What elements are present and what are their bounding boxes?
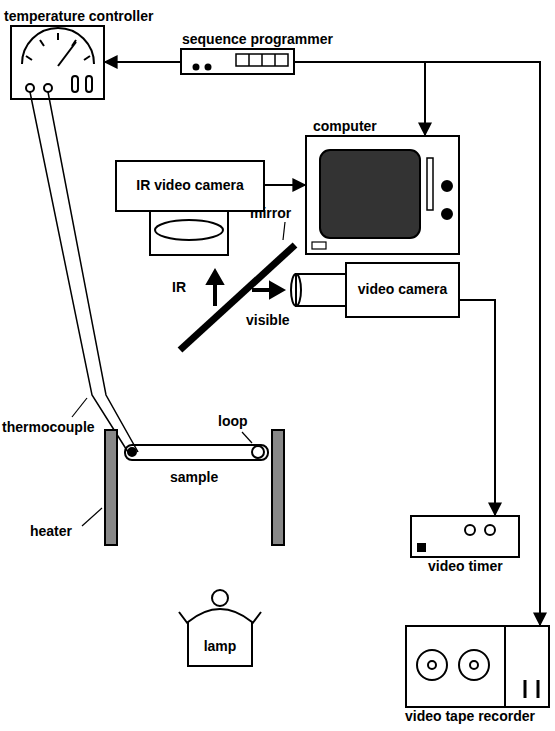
panel-divider [504, 625, 506, 706]
leader-line [72, 398, 87, 417]
visible-arrowhead [270, 282, 284, 298]
indicator [194, 65, 199, 70]
device-label: IR video camera [136, 178, 243, 193]
part-label: mirror [250, 206, 291, 221]
knob [442, 209, 452, 219]
signal-arrow [295, 62, 425, 135]
reel [417, 650, 447, 680]
knob [465, 525, 475, 535]
dial-needle [58, 42, 76, 66]
device-label: video camera [358, 282, 448, 297]
switch [72, 76, 78, 92]
part-label: thermocouple [2, 420, 95, 435]
knob [485, 525, 495, 535]
part-label: sample [170, 470, 218, 485]
terminal [44, 84, 52, 92]
reel [459, 650, 489, 680]
ir-lens-housing [150, 212, 228, 255]
slot [427, 158, 433, 210]
button-row [236, 54, 288, 66]
camera-lens-housing [296, 274, 345, 306]
signal-arrow [265, 184, 305, 186]
indicator [206, 65, 211, 70]
thermocouple-junction [128, 448, 136, 456]
drive [312, 242, 326, 249]
dial-ticks [26, 33, 90, 60]
reel-hub [470, 661, 478, 669]
signal-arrow [460, 300, 495, 515]
terminal [26, 84, 34, 92]
signal-arrow [295, 62, 540, 625]
device-label: sequence programmer [182, 32, 333, 47]
device-label: video timer [428, 559, 503, 574]
reel-hub [428, 661, 436, 669]
thermocouple-wire [48, 92, 138, 452]
knob [442, 181, 452, 191]
camera-box: IR video camera [115, 160, 265, 212]
thermocouple-wire [30, 92, 128, 452]
timer-box: video timer [410, 515, 520, 558]
controller-box: temperature controller [10, 25, 105, 100]
heater-plate [272, 430, 284, 545]
button-dividers [249, 54, 275, 66]
signal-arrow [105, 61, 180, 63]
switches [525, 680, 538, 698]
indicator [418, 544, 425, 551]
lamp-outline [178, 582, 262, 668]
screen [320, 150, 420, 238]
part-label: loop [218, 414, 248, 429]
camera-box: video camera [345, 262, 460, 318]
ir-arrow [213, 282, 217, 306]
sample-rod [125, 445, 268, 460]
lamp-label: lamp [204, 639, 237, 654]
loop [252, 446, 264, 458]
leader-line [82, 508, 102, 526]
beam-label: visible [246, 313, 290, 328]
leader-line [283, 222, 285, 240]
leader-line [242, 432, 252, 443]
part-label: heater [30, 524, 72, 539]
programmer-box: sequence programmer [180, 48, 295, 75]
ir-lens [155, 220, 223, 240]
recorder-box: video tape recorder [405, 625, 550, 708]
device-label: temperature controller [4, 9, 153, 24]
computer-box: computer [305, 135, 460, 255]
ir-arrowhead [207, 270, 223, 284]
camera-lens [291, 274, 301, 306]
device-label: video tape recorder [405, 709, 535, 724]
dial-arc [22, 28, 94, 64]
beam-label: IR [172, 280, 186, 295]
mirror [180, 245, 295, 350]
device-label: computer [313, 119, 377, 134]
lamp-shape: lamp [178, 582, 262, 668]
switch [86, 76, 92, 92]
heater-plate [105, 430, 117, 545]
